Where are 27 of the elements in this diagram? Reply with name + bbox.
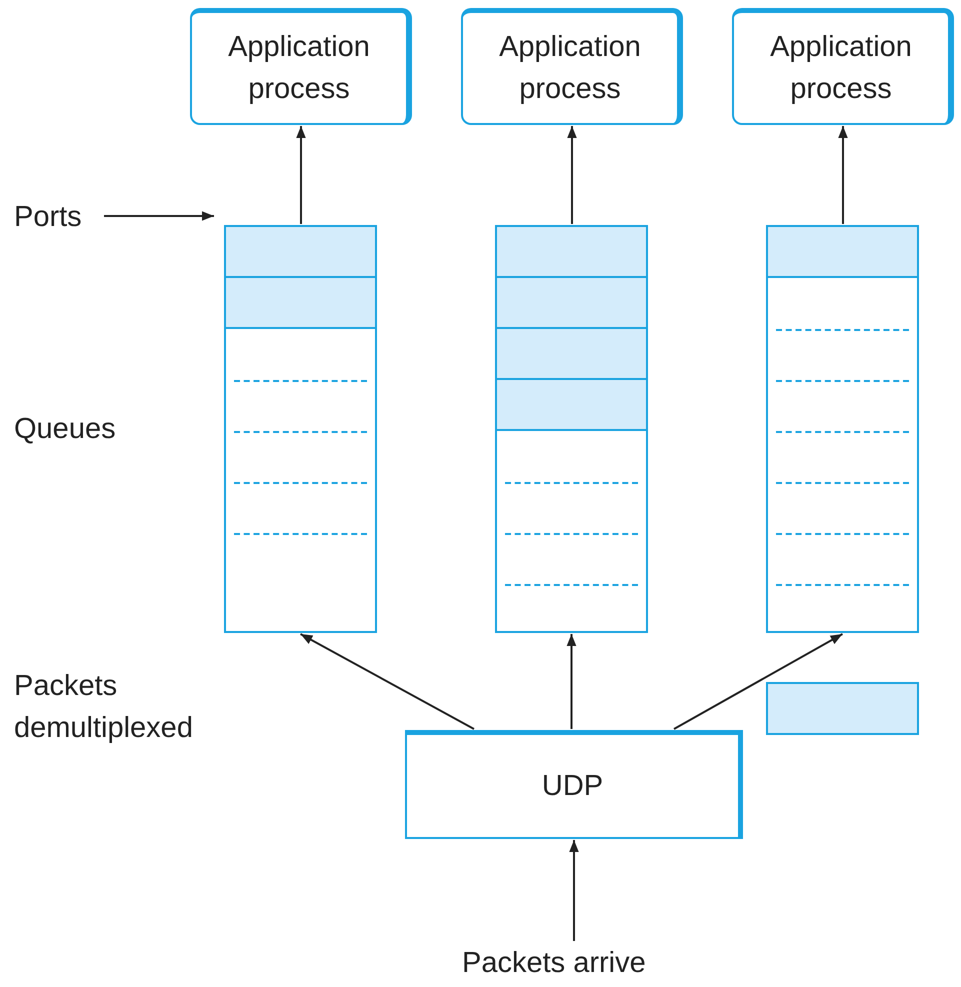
queue-column [766, 225, 919, 633]
arrow [569, 840, 579, 941]
queue-slot [768, 227, 917, 278]
queue-slot [497, 278, 646, 329]
queue-slot [497, 329, 646, 380]
annotation-text: Packets demultiplexed [14, 669, 194, 746]
arrow [566, 634, 576, 729]
arrow [838, 126, 848, 224]
port-label: Ports [14, 196, 104, 236]
queue-column [224, 225, 377, 633]
arrow [300, 633, 474, 730]
process-box: Application process [190, 8, 412, 125]
arrow [674, 633, 843, 730]
annotation-text: Queues [14, 412, 117, 447]
input-label: Packets arrive [462, 942, 682, 982]
queue-slot [226, 227, 375, 278]
arrow [296, 126, 306, 224]
process-box: Application process [732, 8, 954, 125]
queue-slot [497, 380, 646, 431]
queue-column [495, 225, 648, 633]
process-box: Application process [461, 8, 683, 125]
protocol-box: UDP [405, 730, 743, 839]
queue-slot [497, 227, 646, 278]
arrow [104, 211, 214, 221]
arrow [567, 126, 577, 224]
queue-slot [226, 278, 375, 329]
packet-box [766, 682, 919, 735]
